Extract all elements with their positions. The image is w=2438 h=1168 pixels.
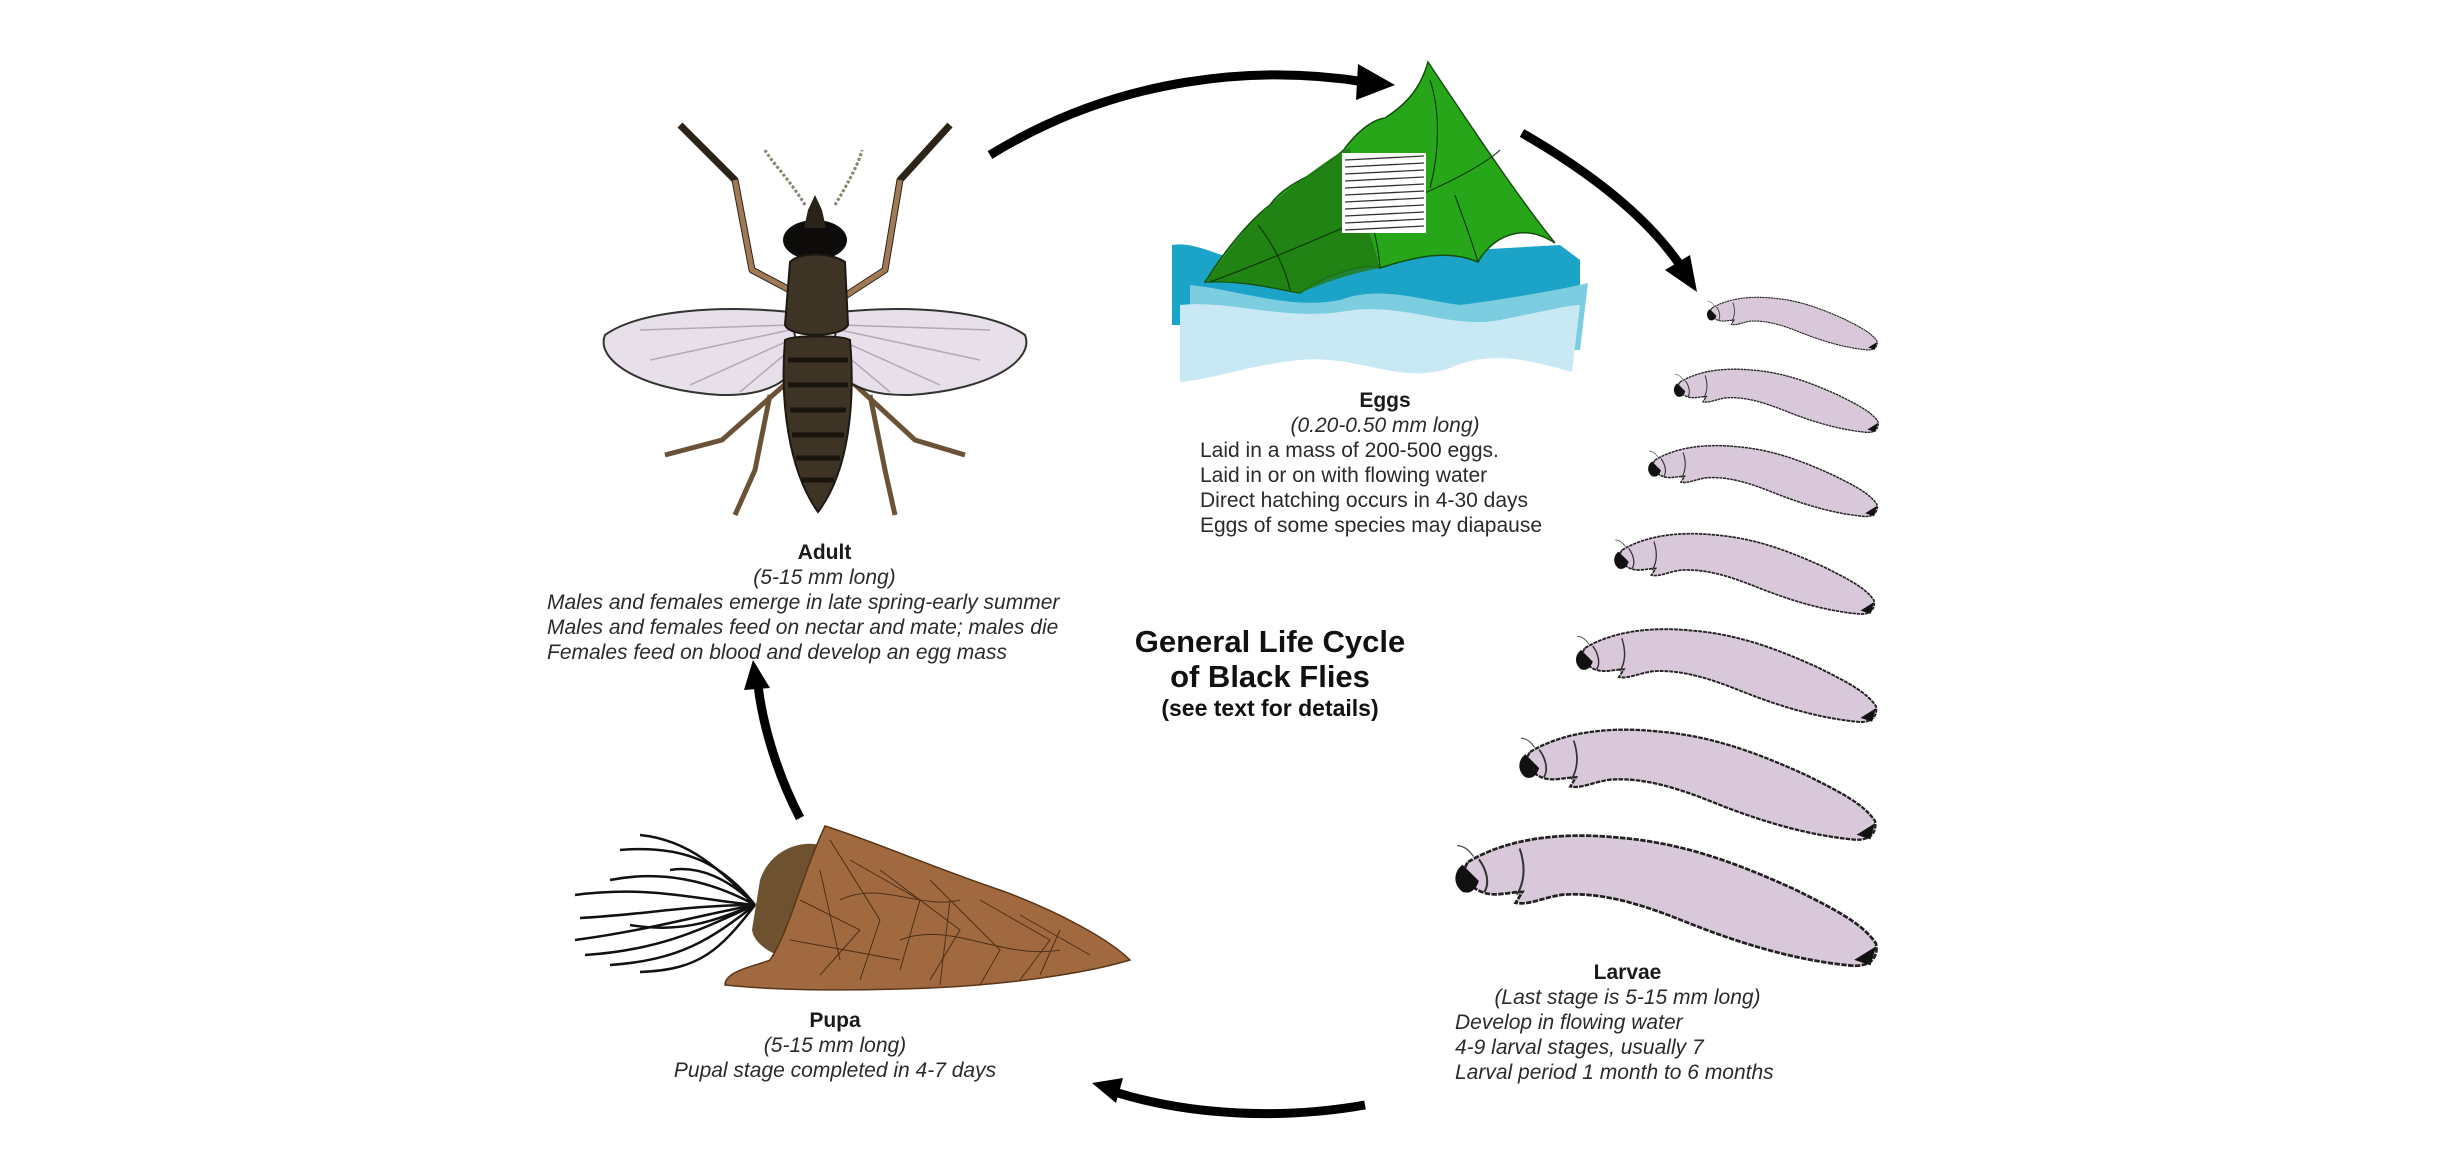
pupa-title: Pupa — [809, 1009, 861, 1032]
title-line-1: General Life Cycle — [1134, 624, 1406, 659]
adult-line: Males and females emerge in late spring-… — [547, 591, 1060, 614]
adult-line: Females feed on blood and develop an egg… — [547, 641, 1007, 664]
pupa-illustration — [574, 825, 1132, 991]
eggs-line: Laid in or on with flowing water — [1200, 464, 1488, 487]
larva-stage-7 — [1454, 834, 1878, 968]
arrow-pupa-to-adult — [744, 660, 804, 821]
larva-stage-3 — [1647, 444, 1879, 518]
larvae-line: 4-9 larval stages, usually 7 — [1455, 1036, 1704, 1059]
eggs-leaf-illustration — [1172, 60, 1588, 382]
larvae-stage-description: Larvae (Last stage is 5-15 mm long) Deve… — [1455, 960, 1815, 1085]
diagram-title: General Life Cycle of Black Flies (see t… — [1090, 624, 1450, 722]
larva-stage-6 — [1518, 728, 1877, 841]
eggs-line: Eggs of some species may diapause — [1200, 514, 1543, 537]
pupa-stage-description: Pupa (5-15 mm long) Pupal stage complete… — [640, 1008, 1030, 1083]
larvae-title: Larvae — [1593, 961, 1662, 984]
adult-size: (5-15 mm long) — [753, 566, 896, 589]
title-line-2: of Black Flies — [1170, 659, 1370, 694]
eggs-title: Eggs — [1359, 389, 1411, 412]
eggs-stage-description: Eggs (0.20-0.50 mm long) Laid in a mass … — [1200, 388, 1580, 538]
arrow-eggs-to-larvae — [1519, 129, 1697, 292]
larva-stage-2 — [1673, 368, 1879, 434]
larvae-size: (Last stage is 5-15 mm long) — [1494, 986, 1761, 1009]
adult-title: Adult — [797, 541, 852, 564]
adult-line: Males and females feed on nectar and mat… — [547, 616, 1059, 639]
adult-stage-description: Adult (5-15 mm long) Males and females e… — [547, 540, 1102, 665]
title-note: (see text for details) — [1161, 695, 1379, 721]
larva-stage-1 — [1706, 296, 1878, 351]
larvae-line: Larval period 1 month to 6 months — [1455, 1061, 1774, 1084]
eggs-size: (0.20-0.50 mm long) — [1290, 414, 1480, 437]
larva-stage-5 — [1575, 628, 1878, 723]
arrow-larvae-to-pupa — [1092, 1078, 1366, 1119]
pupa-line: Pupal stage completed in 4-7 days — [673, 1059, 997, 1082]
arrow-adult-to-eggs — [987, 64, 1395, 159]
larva-stage-4 — [1613, 532, 1876, 615]
eggs-line: Laid in a mass of 200-500 eggs. — [1200, 439, 1499, 462]
pupa-size: (5-15 mm long) — [763, 1034, 907, 1057]
eggs-line: Direct hatching occurs in 4-30 days — [1200, 489, 1528, 512]
adult-fly-illustration — [602, 122, 1028, 517]
larvae-line: Develop in flowing water — [1455, 1011, 1683, 1034]
